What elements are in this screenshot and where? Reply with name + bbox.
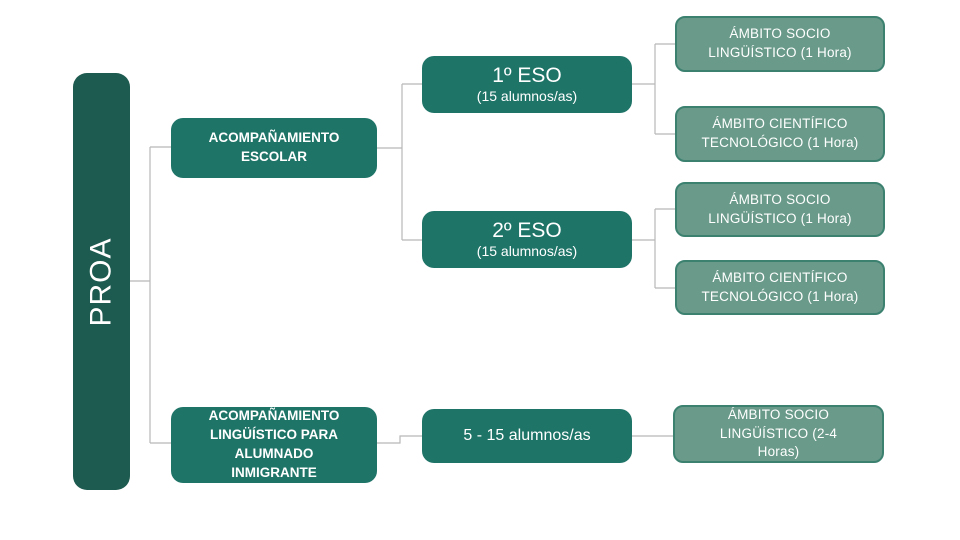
node-1-eso-title: 1º ESO <box>492 63 562 87</box>
leaf-label: ÁMBITO SOCIO LINGÜÍSTICO (2-4 Horas) <box>719 406 838 460</box>
node-ambito-cientifico-tecnologico-1h-eso2: ÁMBITO CIENTÍFICO TECNOLÓGICO (1 Hora) <box>675 260 885 315</box>
node-acompanamiento-linguistico: ACOMPAÑAMIENTO LINGÜÍSTICO PARA ALUMNADO… <box>171 407 377 483</box>
node-2-eso-subtitle: (15 alumnos/as) <box>476 242 578 259</box>
node-acompanamiento-escolar-label: ACOMPAÑAMIENTO ESCOLAR <box>208 130 340 164</box>
leaf-label: ÁMBITO SOCIO LINGÜÍSTICO (1 Hora) <box>708 26 852 60</box>
node-ambito-socio-linguistico-1h-eso2: ÁMBITO SOCIO LINGÜÍSTICO (1 Hora) <box>675 182 885 237</box>
leaf-label: ÁMBITO CIENTÍFICO TECNOLÓGICO (1 Hora) <box>701 116 859 150</box>
leaf-label: ÁMBITO SOCIO LINGÜÍSTICO (1 Hora) <box>708 191 852 226</box>
node-acompanamiento-linguistico-label: ACOMPAÑAMIENTO LINGÜÍSTICO PARA ALUMNADO… <box>208 408 340 480</box>
node-proa-label: PROA <box>84 236 118 327</box>
node-5-15-alumnos-title: 5 - 15 alumnos/as <box>463 426 591 444</box>
node-5-15-alumnos: 5 - 15 alumnos/as <box>422 409 632 463</box>
node-acompanamiento-escolar: ACOMPAÑAMIENTO ESCOLAR <box>171 118 377 178</box>
node-2-eso: 2º ESO (15 alumnos/as) <box>422 211 632 268</box>
node-2-eso-title: 2º ESO <box>492 218 562 242</box>
leaf-label: ÁMBITO CIENTÍFICO TECNOLÓGICO (1 Hora) <box>701 269 859 304</box>
node-ambito-socio-linguistico-2-4h: ÁMBITO SOCIO LINGÜÍSTICO (2-4 Horas) <box>673 405 884 463</box>
node-ambito-socio-linguistico-1h-eso1: ÁMBITO SOCIO LINGÜÍSTICO (1 Hora) <box>675 16 885 72</box>
node-ambito-cientifico-tecnologico-1h-eso1: ÁMBITO CIENTÍFICO TECNOLÓGICO (1 Hora) <box>675 106 885 162</box>
node-proa: PROA <box>73 73 130 490</box>
node-1-eso: 1º ESO (15 alumnos/as) <box>422 56 632 113</box>
node-1-eso-subtitle: (15 alumnos/as) <box>476 87 578 104</box>
